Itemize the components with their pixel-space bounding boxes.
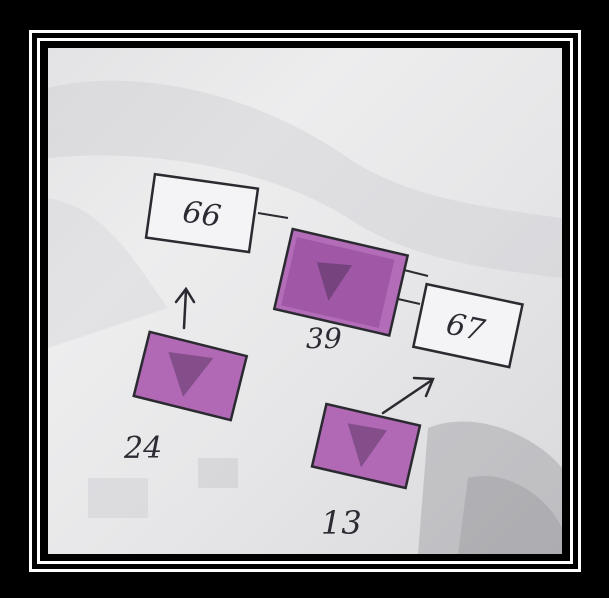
box-39 [274,229,407,335]
sketch-canvas: 66 39 67 24 13 [48,48,562,554]
box-24-label: 24 [123,431,162,466]
arrow-13-to-67 [383,380,432,413]
diagram-svg: 66 39 67 24 13 [48,48,562,554]
box-66-label: 66 [180,195,223,235]
box-13 [312,404,420,488]
box-66: 66 [146,174,258,252]
connector-66-39 [258,213,288,218]
box-13-label: 13 [321,504,362,542]
arrow-24-to-66 [184,290,186,328]
box-67: 67 [413,284,522,367]
box-39-label: 39 [306,322,342,355]
box-24 [134,332,247,420]
